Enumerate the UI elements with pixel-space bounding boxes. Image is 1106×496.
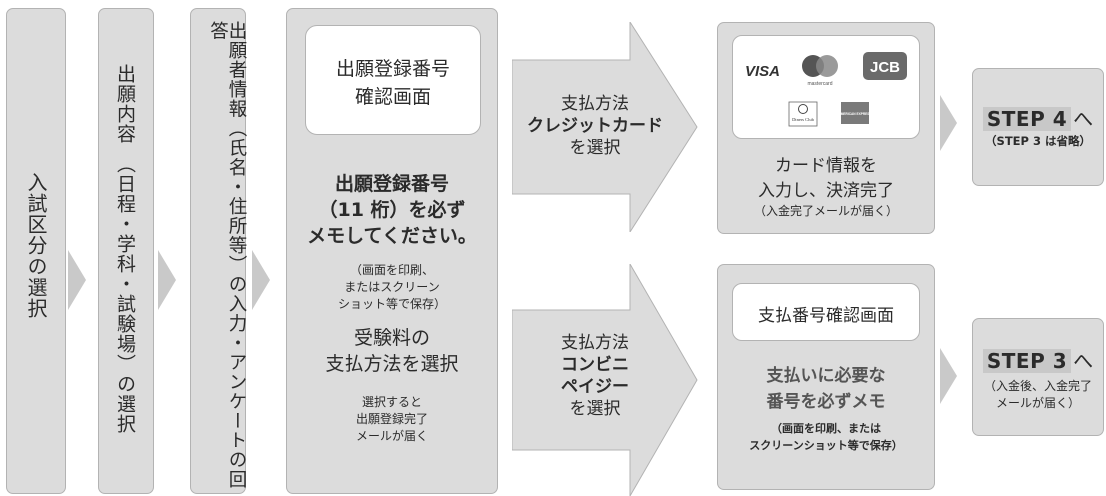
step4-label: STEP 4 — [982, 107, 1072, 131]
chevron-right-icon — [158, 250, 176, 310]
chevron-right-icon — [68, 250, 86, 310]
diners-logo: Diners Club — [792, 117, 815, 122]
step-box-applicant-info: 出願者情報（氏名・住所等）の入力・アンケートの回答 — [190, 8, 248, 494]
credit-arrow-label: 支払方法 クレジットカード を選択 — [520, 93, 670, 159]
mail-note-line-1: 選択すると — [361, 395, 422, 409]
arrow-credit-card — [512, 22, 698, 232]
save-note-line-3: ショット等で保存） — [337, 297, 446, 311]
memo-instruction-line-1: 出願登録番号 — [334, 173, 449, 195]
conv-method-line-1: 支払方法 — [561, 333, 629, 353]
payment-number-screen-title: 支払番号確認画面 — [758, 306, 894, 326]
jcb-logo: JCB — [870, 59, 900, 76]
card-brand-logos: VISA mastercard JCB Diners Club AMERICAN… — [745, 52, 907, 127]
payment-number-screen-panel: 支払番号確認画面 — [732, 283, 920, 341]
step-box-registration-number: 出願登録番号 確認画面 出願登録番号 （11 桁）を必ず メモしてください。 （… — [286, 8, 498, 494]
save-note-line-1: （画面を印刷、 — [349, 263, 434, 277]
chevron-right-icon — [940, 348, 957, 404]
credit-method-line-3: を選択 — [569, 138, 621, 159]
payment-memo-note-1: （画面を印刷、または — [771, 422, 881, 435]
panel-title-line-2: 確認画面 — [354, 86, 431, 108]
conv-method-line-2: コンビニ — [561, 355, 629, 376]
application-content-label: 出願内容 — [114, 64, 136, 144]
memo-instruction-line-3: メモしてください。 — [307, 225, 477, 247]
payment-memo-line-1: 支払いに必要な — [766, 366, 886, 386]
credit-method-line-1: 支払方法 — [561, 94, 629, 114]
step4-suffix: へ — [1073, 107, 1094, 131]
credit-method-line-2: クレジットカード — [527, 116, 663, 137]
exam-category-label: 入試区分の選択 — [24, 172, 48, 319]
payment-memo-note-2: スクリーンショット等で保存） — [749, 439, 903, 452]
payment-number-box: 支払番号確認画面 支払いに必要な 番号を必ずメモ （画面を印刷、または スクリー… — [717, 264, 935, 490]
step3-note-line-1: （入金後、入金完了 — [983, 379, 1092, 393]
conv-method-line-3: ペイジー — [561, 377, 629, 398]
step3-suffix: へ — [1073, 349, 1094, 373]
step-box-application-content: 出願内容 （日程・学科・試験場）の選択 — [98, 8, 154, 494]
amex-logo: AMERICAN EXPRESS — [838, 112, 871, 116]
fee-line-2: 支払方法を選択 — [325, 353, 459, 375]
conv-method-line-4: を選択 — [569, 399, 621, 420]
applicant-info-label: 出願者情報（氏名・住所等）の入力・アンケートの回答 — [207, 21, 248, 489]
card-input-line-2: 入力し、決済完了 — [758, 181, 894, 201]
memo-instruction-line-2: （11 桁）を必ず — [318, 199, 466, 221]
payment-memo-line-2: 番号を必ずメモ — [766, 392, 886, 412]
mail-note-line-3: メールが届く — [355, 429, 428, 443]
step3-label: STEP 3 — [982, 349, 1072, 373]
card-input-line-1: カード情報を — [775, 156, 877, 176]
chevron-right-icon — [940, 95, 957, 151]
card-mail-note: （入金完了メールが届く） — [753, 204, 898, 218]
step4-note: （STEP 3 は省略） — [985, 134, 1091, 148]
chevron-right-icon — [252, 250, 270, 310]
mail-note-line-2: 出願登録完了 — [355, 412, 428, 426]
card-brands-panel: VISA mastercard JCB Diners Club AMERICAN… — [732, 35, 920, 139]
save-note-line-2: またはスクリーン — [344, 280, 440, 294]
registration-number-screen-panel: 出願登録番号 確認画面 — [305, 25, 481, 135]
fee-line-1: 受験料の — [353, 327, 430, 349]
step-box-exam-category: 入試区分の選択 — [6, 8, 66, 494]
arrow-convenience-payeasy — [512, 264, 698, 496]
conv-arrow-label: 支払方法 コンビニ ペイジー を選択 — [520, 332, 670, 420]
credit-card-payment-box: VISA mastercard JCB Diners Club AMERICAN… — [717, 22, 935, 234]
visa-logo: VISA — [745, 63, 780, 80]
step3-note-line-2: メールが届く） — [995, 396, 1080, 410]
mastercard-logo: mastercard — [807, 81, 832, 87]
application-detail-label: （日程・学科・試験場）の選択 — [114, 154, 136, 434]
panel-title-line-1: 出願登録番号 — [335, 58, 450, 80]
